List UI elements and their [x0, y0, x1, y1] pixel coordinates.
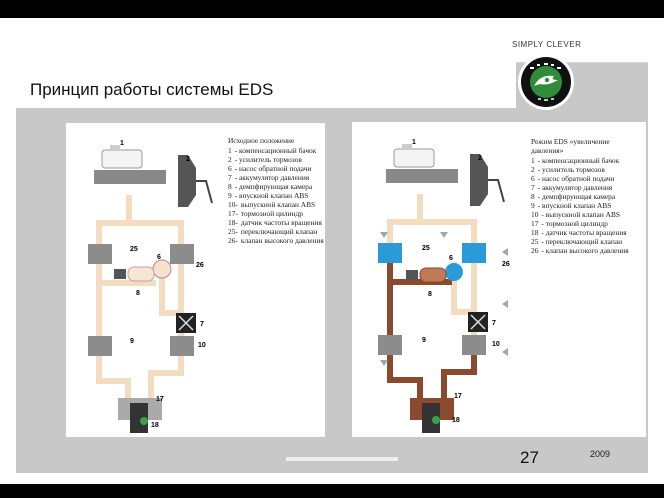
master-cylinder	[386, 169, 458, 183]
legend-title: Режим EDS «увеличение давления»	[531, 137, 610, 155]
label-6: 6	[157, 254, 161, 261]
legend-item: 18-датчик частоты вращения	[228, 218, 322, 227]
wheel-hub	[130, 403, 148, 433]
label-10: 10	[492, 341, 500, 348]
label-25: 25	[422, 245, 430, 252]
legend-item: 8- демпфирующая камера	[228, 182, 313, 191]
hydraulic-diagram-initial: 1 2 25 26 6 8 7 9 10 17 18	[88, 140, 213, 433]
high-pressure-valve-26	[462, 243, 486, 263]
legend-item: 25-переключающий клапан	[228, 227, 318, 236]
legend-item: 17- тормозной цилиндр	[531, 219, 608, 228]
high-pressure-valve-26	[170, 244, 194, 264]
brand-tagline: SIMPLY CLEVER	[512, 40, 582, 49]
label-1: 1	[412, 139, 416, 146]
label-26: 26	[502, 261, 510, 268]
switch-valve-25	[88, 244, 112, 264]
legend-item: 2- усилитель тормозов	[228, 155, 302, 164]
legend-item: 8- демпфирующая камера	[531, 192, 616, 201]
reservoir	[101, 149, 143, 169]
legend-initial: Исходное положение 1- компенсационный ба…	[228, 136, 324, 245]
legend-item: 26- клапан высокого давления	[531, 246, 629, 255]
label-6: 6	[449, 255, 453, 262]
outlet-valve-10	[170, 336, 194, 356]
label-1: 1	[120, 140, 124, 147]
return-pump-6	[445, 263, 463, 281]
legend-item: 9- впускной клапан ABS	[228, 191, 309, 200]
label-8: 8	[136, 290, 140, 297]
label-8: 8	[428, 291, 432, 298]
damping-chamber-8	[127, 266, 155, 282]
inlet-valve-9	[88, 336, 112, 356]
damping-chamber-8	[419, 267, 447, 283]
legend-item: 17-тормозной цилиндр	[228, 209, 303, 218]
legend-item: 18- датчик частоты вращения	[531, 228, 627, 237]
brake-booster	[178, 155, 196, 207]
return-pump-6	[152, 259, 172, 279]
legend-eds: Режим EDS «увеличение давления» 1- компе…	[531, 137, 643, 255]
legend-title: Исходное положение	[228, 136, 295, 145]
legend-item: 6- насос обратной подачи	[531, 174, 615, 183]
legend-item: 7- аккумулятор давления	[531, 183, 613, 192]
label-2: 2	[186, 156, 190, 163]
label-18: 18	[151, 422, 159, 429]
legend-item: 10-выпускной клапан ABS	[228, 200, 316, 209]
label-9: 9	[422, 337, 426, 344]
legend-item: 1- компенсационный бачок	[228, 146, 317, 155]
page-title: Принцип работы системы EDS	[30, 80, 274, 99]
legend-item: 6- насос обратной подачи	[228, 164, 312, 173]
label-9: 9	[130, 338, 134, 345]
brake-booster	[470, 154, 488, 206]
legend-item: 7- аккумулятор давления	[228, 173, 310, 182]
legend-item: 2- усилитель тормозов	[531, 165, 605, 174]
label-7: 7	[200, 321, 204, 328]
label-26: 26	[196, 262, 204, 269]
label-2: 2	[478, 155, 482, 162]
page-number: 27	[520, 448, 539, 467]
pipes-idle	[96, 195, 184, 403]
pump-motor	[114, 269, 126, 279]
label-17: 17	[454, 393, 462, 400]
pipes-eds	[387, 194, 477, 404]
legend-item: 26-клапан высокого давления	[228, 236, 324, 245]
reservoir	[393, 148, 435, 168]
label-18: 18	[452, 417, 460, 424]
speed-sensor-18	[432, 416, 440, 424]
flow-arrows	[380, 232, 508, 366]
title-strip	[16, 62, 516, 108]
switch-valve-25	[378, 243, 402, 263]
label-17: 17	[156, 396, 164, 403]
label-25: 25	[130, 246, 138, 253]
label-10: 10	[198, 342, 206, 349]
outlet-valve-10	[462, 335, 486, 355]
legend-item: 10- выпускной клапан ABS	[531, 210, 621, 219]
master-cylinder	[94, 170, 166, 184]
footer-divider	[286, 457, 398, 461]
hydraulic-diagram-eds: 1 2 25 26 6 8 7 9 10 17 18	[378, 139, 510, 433]
legend-item: 25- переключающий клапан	[531, 237, 623, 246]
label-7: 7	[492, 320, 496, 327]
footer-year: 2009	[590, 449, 611, 459]
wheel-hub	[422, 403, 440, 433]
legend-item: 9- впускной клапан ABS	[531, 201, 612, 210]
skoda-logo	[521, 57, 571, 107]
legend-item: 1- компенсационный бачок	[531, 156, 620, 165]
speed-sensor-18	[140, 417, 148, 425]
pump-motor	[406, 270, 418, 280]
inlet-valve-9	[378, 335, 402, 355]
